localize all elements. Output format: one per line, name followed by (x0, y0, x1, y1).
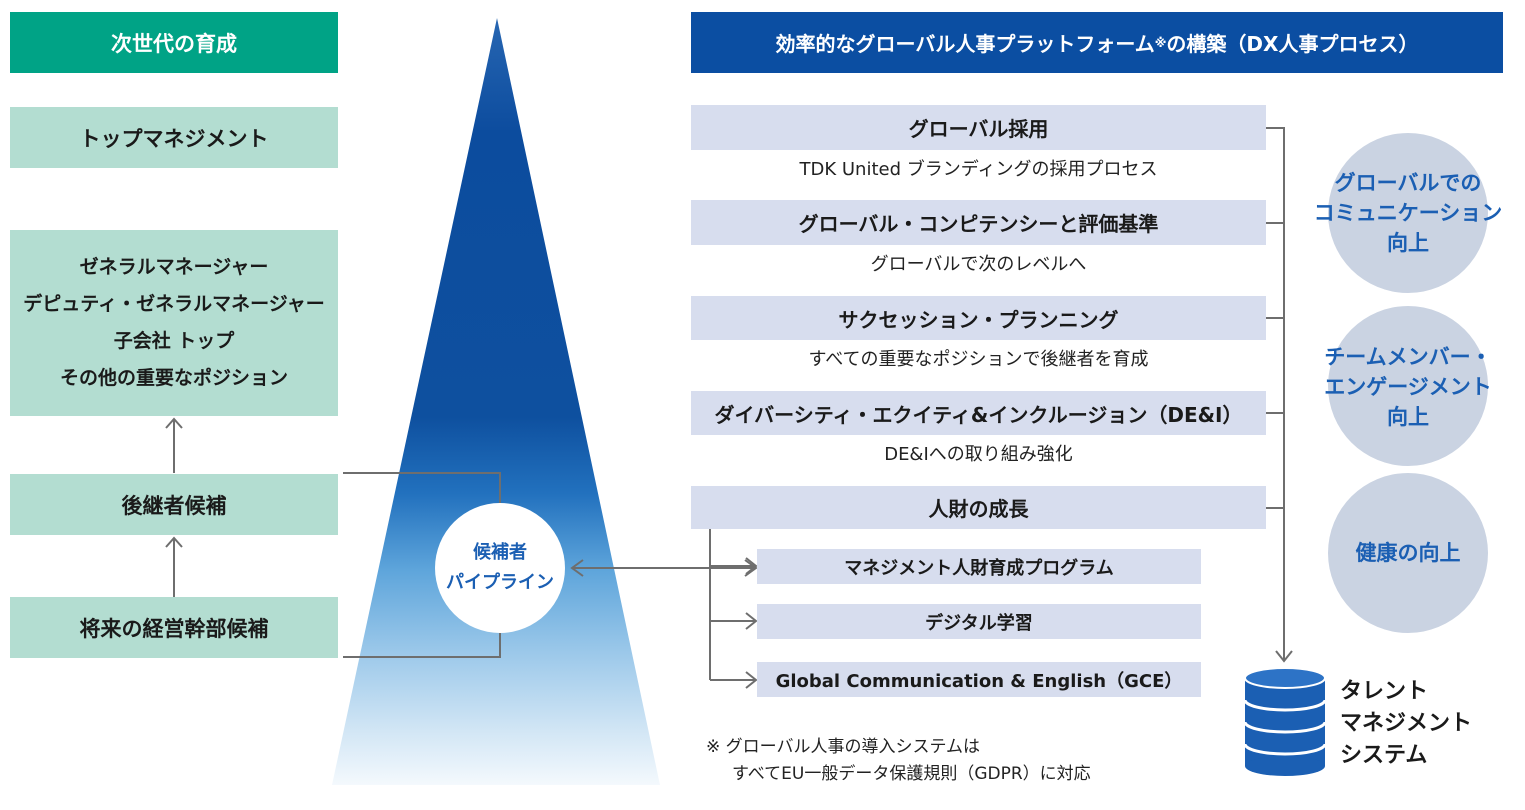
header-text: 効率的なグローバル人事プラットフォーム (775, 32, 1155, 56)
outcome-line: 向上 (1387, 405, 1429, 429)
outcome-line: 健康の向上 (1355, 541, 1461, 565)
talent-line: システム (1340, 743, 1428, 768)
competency-evaluation-desc: グローバルで次のレベルへ (870, 254, 1087, 275)
outcome-communication-label: グローバルでの コミュニケーション 向上 (1298, 168, 1518, 258)
succession-planning-desc: すべての重要なポジションで後継者を育成 (808, 349, 1149, 370)
right-bracket (1266, 127, 1293, 663)
outcome-line: チームメンバー・ (1324, 345, 1492, 369)
talent-line: マネジメント (1340, 711, 1473, 736)
digital-learning-box: デジタル学習 (757, 604, 1201, 639)
talent-line: タレント (1340, 679, 1429, 704)
position-item: 子会社 トップ (113, 330, 235, 352)
position-item: デピュティ・ゼネラルマネージャー (23, 293, 325, 315)
next-generation-header: 次世代の育成 (10, 12, 338, 73)
database-icon (1243, 667, 1327, 776)
bracket-future-executive-line (343, 633, 501, 658)
hr-platform-header: 効率的なグローバル人事プラットフォーム※の構築（DX人事プロセス） (691, 12, 1503, 73)
position-item: その他の重要なポジション (59, 367, 288, 389)
talent-growth-box: 人財の成長 (691, 486, 1266, 529)
pipeline-label: 候補者 パイプライン (435, 538, 565, 598)
successor-candidates-box: 後継者候補 (10, 474, 338, 535)
key-positions-box: ゼネラルマネージャー デピュティ・ゼネラルマネージャー 子会社 トップ その他の… (10, 230, 338, 416)
header-text-suffix: の構築（DX人事プロセス） (1166, 32, 1419, 56)
outcome-line: グローバルでの (1334, 171, 1482, 195)
arrowhead-left-icon (570, 559, 584, 577)
management-program-box: マネジメント人財育成プログラム (757, 549, 1201, 584)
top-management-box: トップマネジメント (10, 107, 338, 168)
gce-box: Global Communication & English（GCE） (757, 662, 1201, 697)
outcome-circle-engagement (1328, 306, 1488, 466)
global-recruiting-desc: TDK United ブランディングの採用プロセス (799, 159, 1158, 180)
outcome-line: コミュニケーション (1313, 201, 1503, 225)
growth-arrowhead-icon-3 (745, 671, 758, 689)
pipeline-label-line: パイプライン (446, 572, 554, 593)
footnote-mark: ※ (1154, 35, 1167, 50)
up-arrowhead-icon-1 (165, 417, 183, 429)
outcome-engagement-label: チームメンバー・ エンゲージメント 向上 (1298, 342, 1518, 432)
future-executive-candidates-box: 将来の経営幹部候補 (10, 597, 338, 658)
pipeline-pyramid (332, 18, 660, 785)
footnote-line-1: ※ グローバル人事の導入システムは (706, 737, 980, 757)
position-item: ゼネラルマネージャー (79, 256, 269, 278)
down-arrowhead-icon (1275, 650, 1293, 663)
footnote-line-2: すべてEU一般データ保護規則（GDPR）に対応 (732, 764, 1091, 784)
dei-desc: DE&Iへの取り組み強化 (884, 444, 1073, 465)
outcome-circle-communication (1328, 133, 1488, 293)
dei-box: ダイバーシティ・エクイティ&インクルージョン（DE&I） (691, 391, 1266, 435)
outcome-line: エンゲージメント (1324, 375, 1492, 399)
talent-management-system-label: タレント マネジメント システム (1340, 676, 1472, 772)
up-arrowhead-icon-2 (165, 536, 183, 548)
succession-planning-box: サクセッション・プランニング (691, 296, 1266, 340)
bracket-successor-line (343, 472, 501, 503)
arrowhead-right-icon (744, 559, 758, 577)
pipeline-label-line: 候補者 (473, 542, 527, 563)
outcome-health-label: 健康の向上 (1298, 538, 1518, 568)
global-recruiting-box: グローバル採用 (691, 105, 1266, 150)
outcome-circle-health (1328, 473, 1488, 633)
competency-evaluation-box: グローバル・コンピテンシーと評価基準 (691, 200, 1266, 245)
pipeline-circle (435, 503, 565, 633)
outcome-line: 向上 (1387, 231, 1429, 255)
growth-arrowhead-icon-1 (745, 557, 758, 575)
growth-arrowhead-icon-2 (745, 612, 758, 630)
